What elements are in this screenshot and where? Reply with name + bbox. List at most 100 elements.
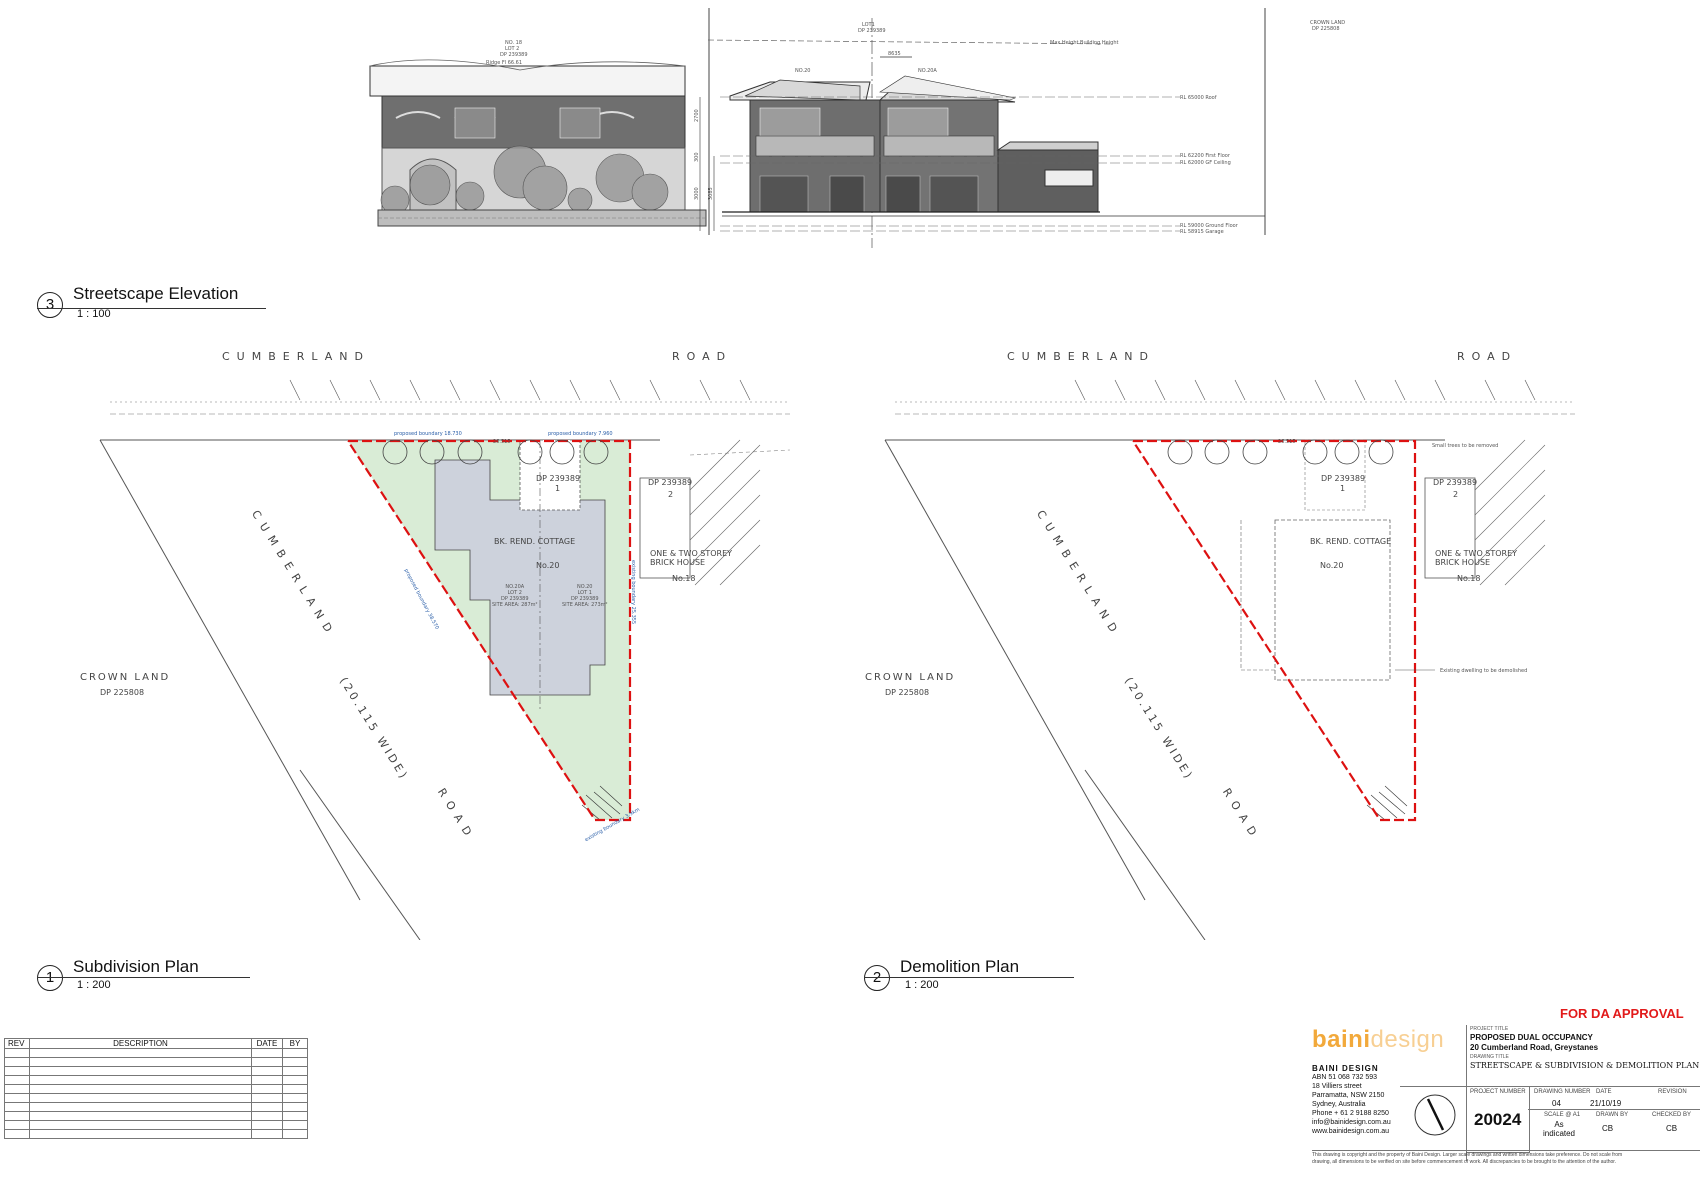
company-email: info@bainidesign.com.au xyxy=(1312,1119,1391,1126)
view-number-2: 2 xyxy=(864,965,890,991)
sub-cottage-label: BK. REND. COTTAGE xyxy=(494,537,576,546)
company-abn: ABN 51 068 732 593 xyxy=(1312,1074,1377,1081)
date-value: 21/10/19 xyxy=(1590,1099,1622,1108)
elev-label-dp-right: DP 225808 xyxy=(1312,26,1340,32)
table-row xyxy=(4,1093,308,1103)
demo-note-dwelling: Existing dwelling to be demolished xyxy=(1440,668,1528,674)
elev-dim-3000: 3000 xyxy=(694,187,700,200)
view-scale-streetscape: 1 : 100 xyxy=(77,308,111,320)
sub-boundary-top-left: proposed boundary 18.730 xyxy=(394,431,462,437)
elev-level-garage: RL 58915 Garage xyxy=(1180,229,1224,235)
elev-label-no20: NO.20 xyxy=(795,68,811,74)
drawn-by: CB xyxy=(1602,1124,1614,1133)
view-scale-demolition: 1 : 200 xyxy=(905,979,939,991)
table-row xyxy=(4,1066,308,1076)
subdivision-plan-drawing xyxy=(99,379,791,940)
disclaimer-line1: This drawing is copyright and the proper… xyxy=(1312,1152,1623,1158)
elev-dim-3085: 3085 xyxy=(708,187,714,200)
sub-neighbour-label2: BRICK HOUSE xyxy=(650,558,706,567)
project-number-box xyxy=(1466,1086,1530,1153)
drawing-number-label: DRAWING NUMBER xyxy=(1534,1089,1591,1095)
demo-neighbour-label2: BRICK HOUSE xyxy=(1435,558,1491,567)
table-row xyxy=(4,1120,308,1130)
streetscape-elevation-drawing xyxy=(369,8,1266,248)
drawing-title-label: DRAWING TITLE xyxy=(1470,1054,1509,1060)
north-arrow-icon xyxy=(1414,1094,1456,1136)
demo-dim-top: 26.515 xyxy=(1278,439,1296,445)
demo-dp-crown: DP 225808 xyxy=(885,688,930,697)
elev-label-lot1: LOT1 xyxy=(862,22,875,28)
project-address: 20 Cumberland Road, Greystanes xyxy=(1470,1043,1599,1052)
proposed-dual-occupancy-elevation xyxy=(722,75,1265,217)
scale-label: SCALE @ A1 xyxy=(1544,1112,1581,1118)
date-label: DATE xyxy=(1596,1089,1612,1095)
demo-cottage-no: No.20 xyxy=(1320,561,1344,570)
table-row xyxy=(4,1075,308,1085)
sub-cottage-no: No.20 xyxy=(536,561,560,570)
demo-road-label-road-top: ROAD xyxy=(1457,350,1518,363)
elev-label-dp-left: DP 239389 xyxy=(500,52,528,58)
elev-dim-2700: 2700 xyxy=(694,109,700,122)
view-scale-subdivision: 1 : 200 xyxy=(77,979,111,991)
sub-road-label-cumberland-top: CUMBERLAND xyxy=(222,350,370,363)
elev-label-ridge: Ridge Fl 66.61 xyxy=(486,60,523,66)
view-title-streetscape: Streetscape Elevation xyxy=(73,284,239,303)
status-badge: FOR DA APPROVAL xyxy=(1560,1006,1684,1021)
demo-road-label-cumberland-top: CUMBERLAND xyxy=(1007,350,1155,363)
company-address1: 18 Villiers street xyxy=(1312,1083,1362,1090)
elev-label-crown-land: CROWN LAND xyxy=(1310,20,1346,26)
sub-neighbour-label: ONE & TWO STOREY xyxy=(650,549,733,558)
drawing-title: STREETSCAPE & SUBDIVISION & DEMOLITION P… xyxy=(1470,1061,1700,1070)
elev-label-max-height: Max Height Building Height xyxy=(1050,40,1119,46)
checked-by-label: CHECKED BY xyxy=(1652,1112,1692,1118)
sub-dp-lot2: DP 239389 xyxy=(648,478,693,487)
demo-cottage-label: BK. REND. COTTAGE xyxy=(1310,537,1392,546)
demo-neighbour-no: No.18 xyxy=(1457,574,1481,583)
table-row xyxy=(4,1048,308,1058)
project-number-label: PROJECT NUMBER xyxy=(1470,1089,1526,1095)
demo-lot1-num: 1 xyxy=(1340,484,1346,493)
logo: bainidesign xyxy=(1312,1026,1444,1054)
demo-note-trees: Small trees to be removed xyxy=(1432,443,1499,449)
date-col-header: DATE xyxy=(251,1038,283,1049)
demo-dp-lot1: DP 239389 xyxy=(1321,474,1366,483)
view-number-1: 1 xyxy=(37,965,63,991)
divider xyxy=(1312,1150,1700,1151)
rev-col-header: REV xyxy=(4,1038,30,1049)
elev-level-first-floor: RL 62200 First Floor xyxy=(1180,153,1230,159)
view-title-subdivision: Subdivision Plan xyxy=(73,957,199,976)
view-title-demolition: Demolition Plan xyxy=(900,957,1020,976)
sub-lot1-num: 1 xyxy=(555,484,561,493)
demo-lot2-num: 2 xyxy=(1453,490,1459,499)
table-row xyxy=(4,1111,308,1121)
sub-dp-crown: DP 225808 xyxy=(100,688,145,697)
elev-level-ground-floor: RL 59000 Ground Floor xyxy=(1180,223,1238,229)
project-title-label: PROJECT TITLE xyxy=(1470,1026,1509,1032)
sub-dp-lot1: DP 239389 xyxy=(536,474,581,483)
demo-neighbour-label: ONE & TWO STOREY xyxy=(1435,549,1518,558)
revision-table: REV DESCRIPTION DATE BY xyxy=(4,1038,308,1139)
sub-boundary-right: existing boundary 25.355 xyxy=(630,560,636,625)
drawing-number: 04 xyxy=(1552,1099,1561,1108)
elev-label-no20a: NO.20A xyxy=(918,68,937,74)
company-phone: Phone + 61 2 9188 8250 xyxy=(1312,1110,1389,1117)
view-title-underline xyxy=(864,977,1074,978)
house-no18-elevation xyxy=(369,59,707,227)
elev-label-no18: NO. 18 xyxy=(505,40,523,46)
description-col-header: DESCRIPTION xyxy=(29,1038,252,1049)
demolition-plan-drawing xyxy=(884,379,1575,940)
project-number: 20024 xyxy=(1474,1110,1522,1129)
sub-boundary-top-right: proposed boundary 7.960 xyxy=(548,431,613,437)
scale-value: As indicated xyxy=(1542,1120,1576,1138)
elev-label-lot2: LOT 2 xyxy=(505,46,520,52)
sub-lot2-num: 2 xyxy=(668,490,674,499)
view-title-underline xyxy=(37,977,250,978)
elev-label-dp-mid: DP 239389 xyxy=(858,28,886,34)
table-row xyxy=(4,1129,308,1139)
sub-lot1-info: NO.20 LOT 1 DP 239389 SITE AREA: 273m² xyxy=(562,584,608,608)
table-row xyxy=(4,1084,308,1094)
company-address3: Sydney, Australia xyxy=(1312,1101,1366,1108)
view-title-underline xyxy=(37,308,266,309)
elev-level-roof: RL 65000 Roof xyxy=(1180,95,1217,101)
elev-level-gf-ceiling: RL 62000 GF Ceiling xyxy=(1180,160,1231,166)
